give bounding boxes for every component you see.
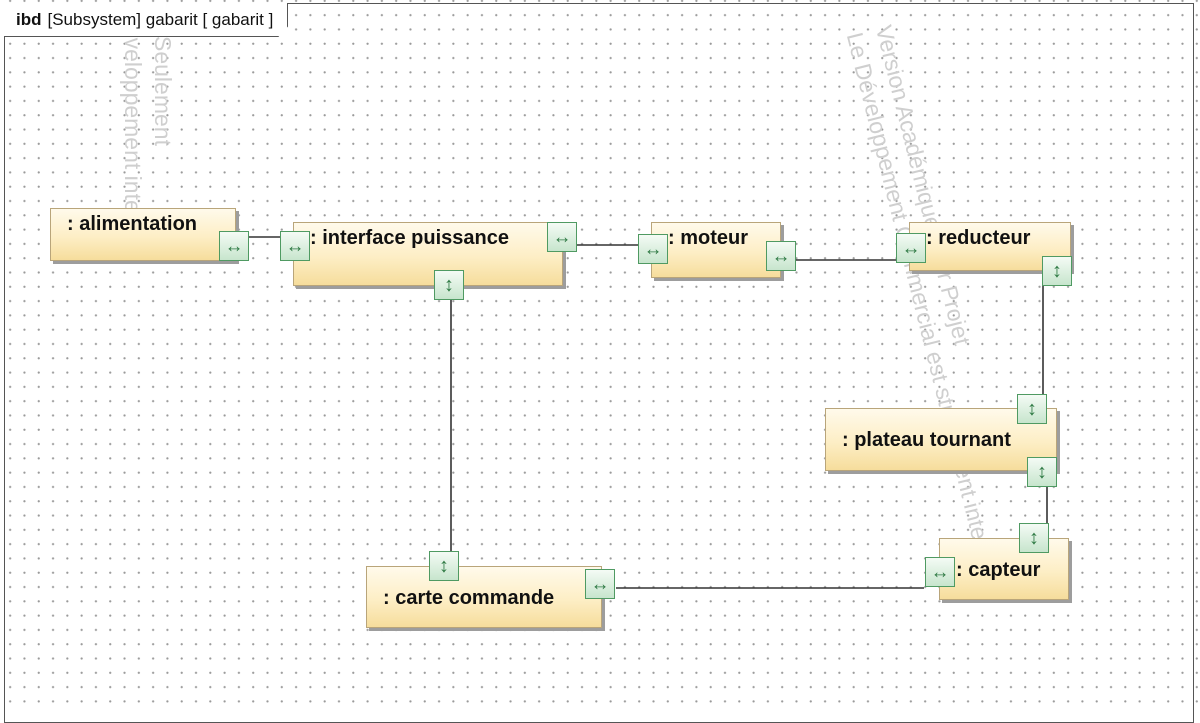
vertical-arrow-icon: ↕ — [1052, 260, 1062, 282]
part-label: : interface puissance — [310, 227, 509, 249]
port-interface-left[interactable]: ↔ — [280, 231, 310, 261]
part-label: : carte commande — [383, 587, 555, 609]
port-reducteur-bottom[interactable]: ↕ — [1042, 256, 1072, 286]
vertical-arrow-icon: ↕ — [1027, 398, 1037, 420]
bidirectional-arrow-icon: ↔ — [771, 245, 791, 267]
bidirectional-arrow-icon: ↔ — [901, 237, 921, 259]
bidirectional-arrow-icon: ↔ — [224, 235, 244, 257]
port-moteur-left[interactable]: ↔ — [638, 234, 668, 264]
port-reducteur-left[interactable]: ↔ — [896, 233, 926, 263]
frame-keyword: ibd — [16, 9, 42, 29]
frame-header[interactable]: ibd [Subsystem] gabarit [ gabarit ] — [4, 3, 288, 37]
vertical-arrow-icon: ↕ — [1029, 527, 1039, 549]
part-label: : alimentation — [67, 213, 198, 235]
port-capteur-left[interactable]: ↔ — [925, 557, 955, 587]
vertical-arrow-icon: ↕ — [439, 555, 449, 577]
part-carte-commande[interactable]: : carte commande — [366, 566, 602, 628]
port-plateau-top[interactable]: ↕ — [1017, 394, 1047, 424]
part-label: : plateau tournant — [842, 429, 1011, 451]
vertical-arrow-icon: ↕ — [444, 274, 454, 296]
port-alimentation-right[interactable]: ↔ — [219, 231, 249, 261]
port-interface-right[interactable]: ↔ — [547, 222, 577, 252]
bidirectional-arrow-icon: ↔ — [590, 573, 610, 595]
part-capteur[interactable]: : capteur — [939, 538, 1069, 600]
port-moteur-right[interactable]: ↔ — [766, 241, 796, 271]
bidirectional-arrow-icon: ↔ — [930, 561, 950, 583]
part-interface-puissance[interactable]: : interface puissance — [293, 222, 563, 286]
port-carte-top[interactable]: ↕ — [429, 551, 459, 581]
part-label: : reducteur — [926, 227, 1031, 249]
part-moteur[interactable]: : moteur — [651, 222, 781, 278]
part-alimentation[interactable]: : alimentation — [50, 208, 236, 261]
port-interface-bottom[interactable]: ↕ — [434, 270, 464, 300]
bidirectional-arrow-icon: ↔ — [552, 226, 572, 248]
port-plateau-bottom[interactable]: ↕ — [1027, 457, 1057, 487]
port-carte-right[interactable]: ↔ — [585, 569, 615, 599]
part-label: : moteur — [668, 227, 748, 249]
bidirectional-arrow-icon: ↔ — [285, 235, 305, 257]
vertical-arrow-icon: ↕ — [1037, 461, 1047, 483]
part-label: : capteur — [956, 559, 1041, 581]
bidirectional-arrow-icon: ↔ — [643, 238, 663, 260]
frame-title: [Subsystem] gabarit [ gabarit ] — [47, 9, 274, 29]
connectors — [249, 236, 1048, 589]
port-capteur-top[interactable]: ↕ — [1019, 523, 1049, 553]
